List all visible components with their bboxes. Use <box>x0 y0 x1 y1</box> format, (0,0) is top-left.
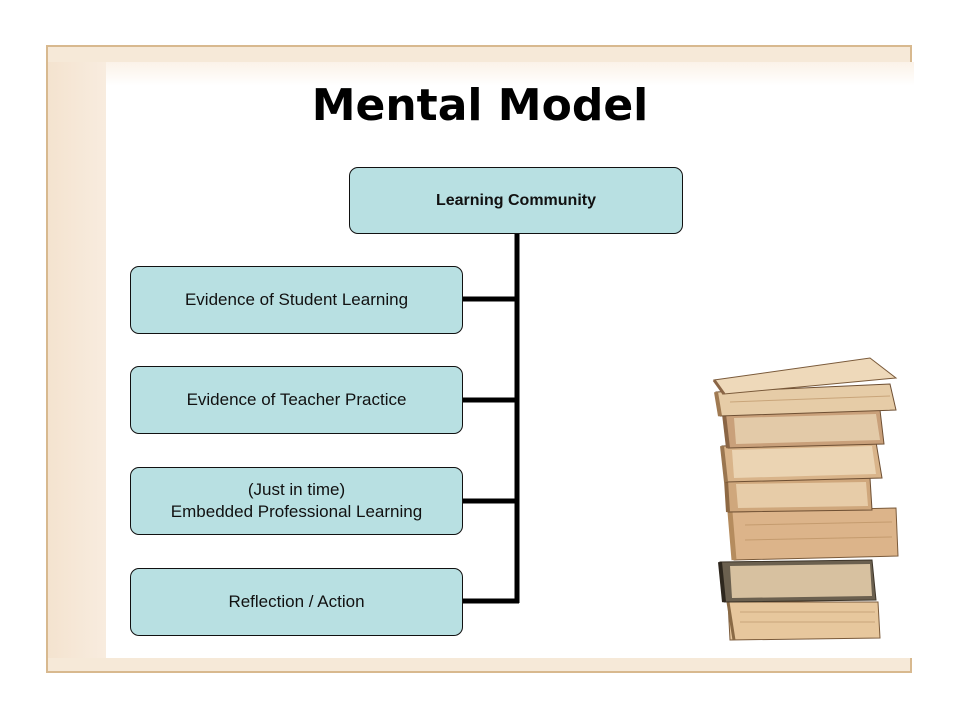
node-reflection-action: Reflection / Action <box>130 568 463 636</box>
book-8 <box>712 357 898 395</box>
node-learning-community: Learning Community <box>349 167 683 234</box>
book-6 <box>722 409 885 449</box>
book-1 <box>726 601 881 641</box>
book-5 <box>720 441 883 483</box>
node-embedded-professional-learning: (Just in time) Embedded Professional Lea… <box>130 467 463 535</box>
book-3 <box>727 507 899 561</box>
slide-title: Mental Model <box>311 80 649 131</box>
node-student-learning: Evidence of Student Learning <box>130 266 463 334</box>
node-teacher-practice: Evidence of Teacher Practice <box>130 366 463 434</box>
book-7 <box>714 383 897 417</box>
books-stack-image <box>712 357 899 641</box>
book-4 <box>724 477 873 513</box>
slide-side-strip <box>48 62 106 658</box>
book-2 <box>718 559 877 603</box>
